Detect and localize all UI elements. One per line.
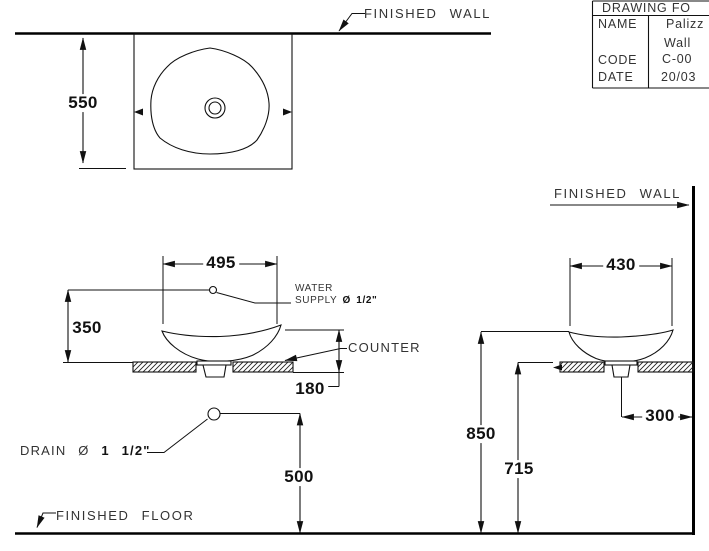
drain-point <box>207 407 221 421</box>
plan-view <box>15 13 491 170</box>
title-block-name-value-line2: Wall <box>664 36 692 50</box>
dim-550-value: 550 <box>65 94 101 112</box>
counter-front-right <box>232 361 294 373</box>
dim-500-value: 500 <box>281 468 317 486</box>
title-block-date-label: DATE <box>598 70 634 84</box>
drain-plan-inner-circle <box>208 101 222 115</box>
dim-430-value: 430 <box>603 256 639 274</box>
drain-cup-side <box>611 364 631 378</box>
floor <box>15 512 694 535</box>
dim-715-value: 715 <box>501 460 537 478</box>
plan-tick-left <box>134 108 143 116</box>
counter-side-arrow <box>553 364 562 371</box>
counter-leader <box>284 348 347 362</box>
basin-front-outline <box>161 324 282 363</box>
drain-text: DRAIN Ø <box>20 443 102 458</box>
water-supply-label-line2: SUPPLY Ø 1/2" <box>295 295 378 307</box>
water-supply-label-line1: WATER <box>295 283 333 294</box>
title-block-date-value: 20/03 <box>661 70 697 84</box>
dim-495-value: 495 <box>203 254 239 272</box>
drain-plan-outer-circle <box>204 97 226 119</box>
side-elevation <box>477 186 695 535</box>
finished-wall-right-label: FINISHED WALL <box>554 186 682 201</box>
drain-flange-side <box>604 360 638 366</box>
water-supply-size: Ø 1/2" <box>342 295 378 306</box>
title-block-lines <box>591 0 709 89</box>
plan-tick-right <box>283 108 292 116</box>
title-block-name-label: NAME <box>598 17 638 31</box>
water-supply-point <box>208 285 218 295</box>
finished-wall-top-leader <box>338 13 365 32</box>
dim-180-value: 180 <box>292 380 328 398</box>
title-block-code-label: CODE <box>598 53 638 67</box>
counter-plan-outline <box>133 33 293 170</box>
water-supply-leader <box>216 292 291 304</box>
drain-leader <box>147 418 208 453</box>
counter-label: COUNTER <box>348 340 421 355</box>
finished-floor-label: FINISHED FLOOR <box>56 508 195 523</box>
counter-front-left <box>132 361 197 373</box>
dim-350-value: 350 <box>69 319 105 337</box>
water-supply-text: SUPPLY <box>295 295 343 306</box>
dim-300-value: 300 <box>642 407 678 425</box>
counter-side-right <box>637 361 694 373</box>
drain-label: DRAIN Ø 1 1/2" <box>20 444 151 458</box>
drain-size: 1 1/2" <box>101 443 151 458</box>
title-block-header: DRAWING FO <box>602 1 691 15</box>
drain-flange-front <box>196 360 232 366</box>
title-block-code-value: C-00 <box>662 52 693 66</box>
finished-wall-top-label: FINISHED WALL <box>364 6 492 21</box>
title-block-name-value: Palizz <box>666 17 705 31</box>
dim-850-value: 850 <box>463 425 499 443</box>
basin-side-outline <box>568 329 674 363</box>
basin-plan-outline <box>150 47 270 155</box>
front-elevation <box>63 256 347 534</box>
drain-cup-front <box>202 364 227 378</box>
finished-floor-leader <box>36 512 56 529</box>
counter-side-left <box>559 361 605 373</box>
